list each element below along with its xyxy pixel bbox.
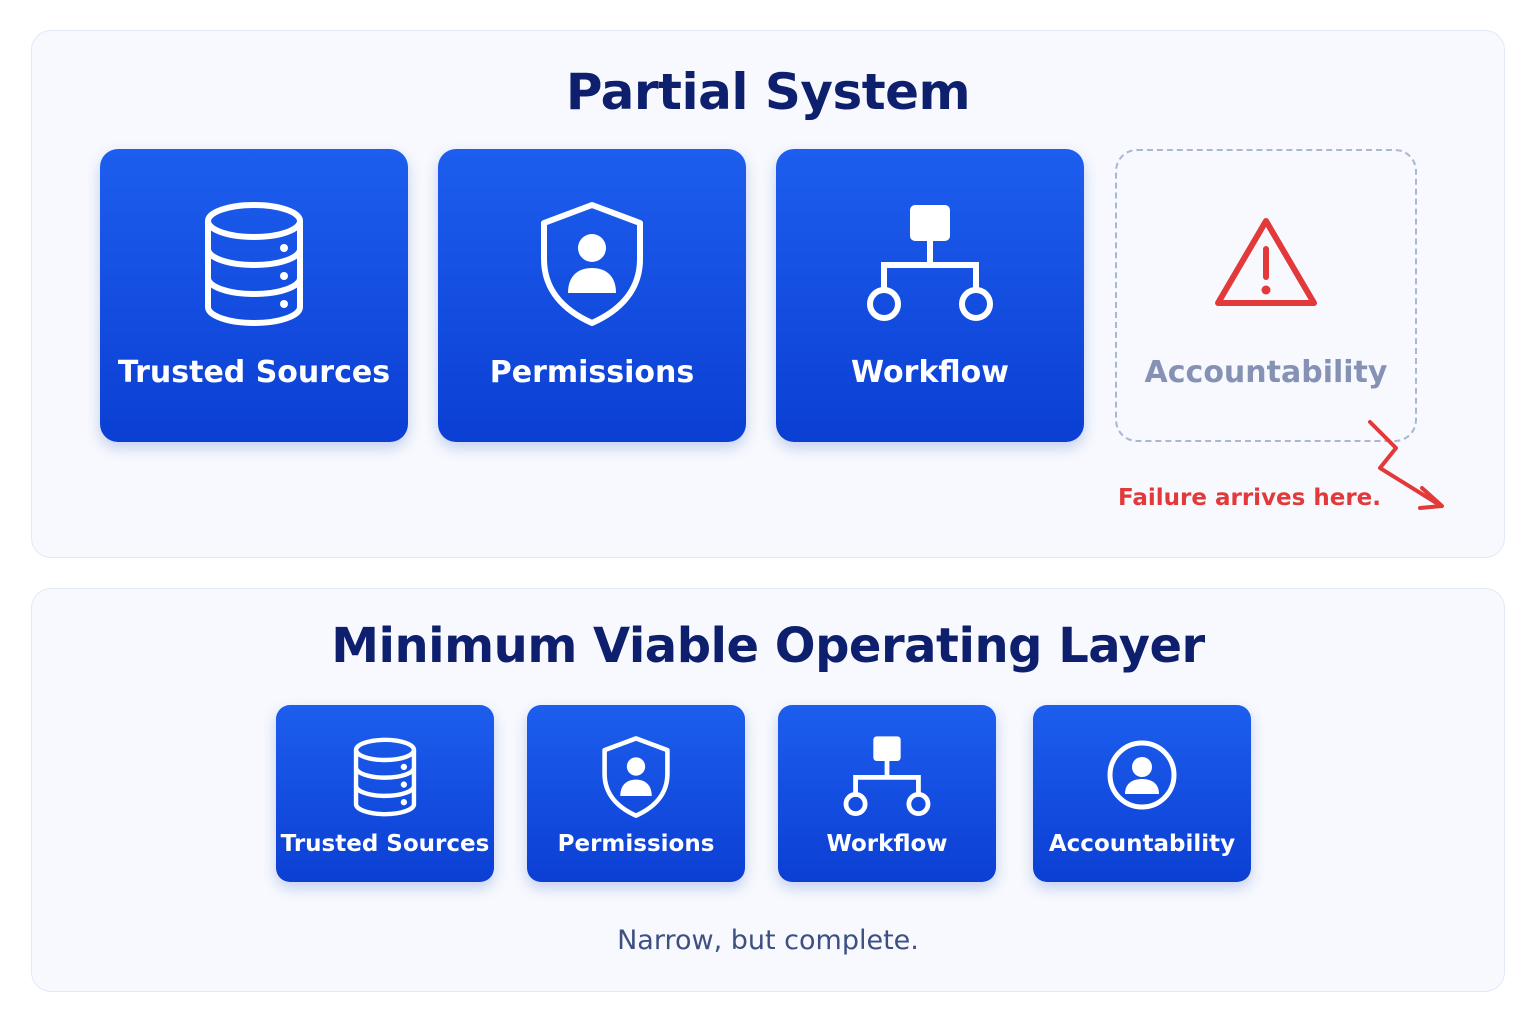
card-accountability: Accountability xyxy=(1033,705,1251,882)
minimum-viable-layer-panel: Minimum Viable Operating Layer Trusted S… xyxy=(31,588,1505,992)
user-circle-icon xyxy=(1107,740,1177,810)
card-label: Workflow xyxy=(851,355,1009,390)
card-label: Accountability xyxy=(1048,831,1236,857)
warning-triangle-icon xyxy=(1215,218,1317,306)
minimum-viable-layer-title: Minimum Viable Operating Layer xyxy=(331,618,1205,674)
shield-user-icon xyxy=(541,202,643,326)
workflow-tree-icon xyxy=(843,736,931,816)
database-icon xyxy=(353,737,417,817)
card-label: Trusted Sources xyxy=(280,831,490,857)
shield-user-icon xyxy=(602,736,670,818)
summary-caption: Narrow, but complete. xyxy=(617,925,919,956)
card-label: Trusted Sources xyxy=(117,355,391,390)
partial-system-panel: Partial System Trusted Sources Permissio… xyxy=(31,30,1505,558)
card-workflow: Workflow xyxy=(778,705,996,882)
card-label: Permissions xyxy=(489,355,695,390)
lightning-arrow-icon xyxy=(1368,420,1444,510)
card-label: Workflow xyxy=(826,831,948,857)
card-trusted-sources: Trusted Sources xyxy=(276,705,494,882)
failure-note: Failure arrives here. xyxy=(1118,485,1382,511)
partial-system-title: Partial System xyxy=(565,63,971,121)
card-workflow: Workflow xyxy=(776,149,1084,442)
card-label: Permissions xyxy=(557,831,715,857)
card-permissions: Permissions xyxy=(438,149,746,442)
card-permissions: Permissions xyxy=(527,705,745,882)
missing-accountability-label: Accountability xyxy=(1144,355,1388,390)
database-icon xyxy=(205,202,303,326)
missing-accountability-slot: Accountability xyxy=(1115,149,1417,442)
workflow-tree-icon xyxy=(867,205,993,321)
card-trusted-sources: Trusted Sources xyxy=(100,149,408,442)
